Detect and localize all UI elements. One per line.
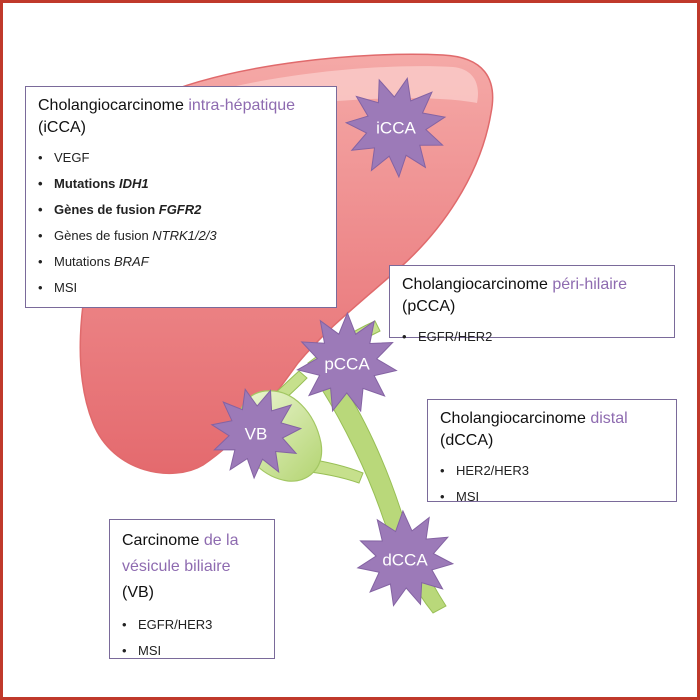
marker-label: MSI (54, 280, 78, 295)
pcca-marker-list: EGFR/HER2 (402, 324, 664, 350)
vb-star-label: VB (245, 424, 268, 443)
marker-label: MSI (138, 643, 162, 658)
gene-name: FGFR2 (158, 202, 202, 217)
marker-item: EGFR/HER2 (402, 324, 664, 350)
icca-star-label: iCCA (376, 118, 416, 137)
dcca-star-label: dCCA (382, 550, 428, 569)
marker-label: EGFR/HER2 (418, 329, 493, 344)
pcca-tumor-star (296, 311, 398, 413)
icca-box-title: Cholangiocarcinome intra-hépatique (iCCA… (38, 95, 326, 139)
vb-box-title: Carcinome de la vésicule biliaire (VB) (122, 528, 264, 606)
icca-tumor-star (344, 76, 447, 179)
gene-name: IDH1 (119, 176, 149, 191)
marker-item: HER2/HER3 (440, 458, 666, 484)
dcca-title-highlight: distal (590, 410, 628, 427)
marker-item: Mutations IDH1 (38, 171, 326, 197)
vb-info-box: Carcinome de la vésicule biliaire (VB) EG… (109, 519, 275, 664)
marker-item: VEGF (38, 145, 326, 171)
dcca-tumor-star (356, 509, 455, 607)
vb-marker-list: EGFR/HER3MSI (122, 612, 264, 664)
marker-item: MSI (122, 638, 264, 664)
gene-name: NTRK1/2/3 (152, 228, 217, 243)
marker-label: MSI (456, 489, 480, 504)
marker-item: Gènes de fusion NTRK1/2/3 (38, 223, 326, 249)
pcca-title-prefix: Cholangiocarcinome (402, 276, 553, 293)
icca-title-prefix: Cholangiocarcinome (38, 97, 189, 114)
dcca-marker-list: HER2/HER3MSI (440, 458, 666, 510)
marker-label: Gènes de fusion (54, 202, 159, 217)
icca-title-suffix: (iCCA) (38, 119, 86, 136)
marker-item: EGFR/HER3 (122, 612, 264, 638)
pcca-title-highlight: péri-hilaire (552, 276, 628, 293)
marker-label: Mutations (54, 254, 114, 269)
pcca-info-box: Cholangiocarcinome péri-hilaire (pCCA) E… (389, 265, 675, 350)
vb-title-highlight: de la (203, 532, 239, 549)
icca-title-highlight: intra-hépatique (188, 97, 296, 114)
icca-info-box: Cholangiocarcinome intra-hépatique (iCCA… (25, 86, 337, 308)
marker-label: HER2/HER3 (456, 463, 529, 478)
marker-label: Gènes de fusion (54, 228, 153, 243)
pcca-box-title: Cholangiocarcinome péri-hilaire (pCCA) (402, 274, 664, 318)
vb-title-prefix: Carcinome (122, 532, 204, 549)
pcca-title-suffix: (pCCA) (402, 298, 456, 315)
vb-title-highlight-2: vésicule biliaire (122, 558, 231, 575)
icca-marker-list: VEGFMutations IDH1Gènes de fusion FGFR2G… (38, 145, 326, 301)
marker-item: MSI (38, 275, 326, 301)
dcca-title-prefix: Cholangiocarcinome (440, 410, 591, 427)
marker-item: Mutations BRAF (38, 249, 326, 275)
dcca-title-suffix: (dCCA) (440, 432, 494, 449)
pcca-star-label: pCCA (324, 354, 370, 373)
marker-item: MSI (440, 484, 666, 510)
vb-tumor-star (210, 387, 303, 480)
dcca-info-box: Cholangiocarcinome distal (dCCA) HER2/HE… (427, 399, 677, 510)
marker-label: EGFR/HER3 (138, 617, 213, 632)
marker-label: Mutations (54, 176, 119, 191)
marker-label: VEGF (54, 150, 90, 165)
marker-item: Gènes de fusion FGFR2 (38, 197, 326, 223)
dcca-box-title: Cholangiocarcinome distal (dCCA) (440, 408, 666, 452)
vb-title-suffix: (VB) (122, 584, 154, 601)
gene-name: BRAF (113, 254, 149, 269)
